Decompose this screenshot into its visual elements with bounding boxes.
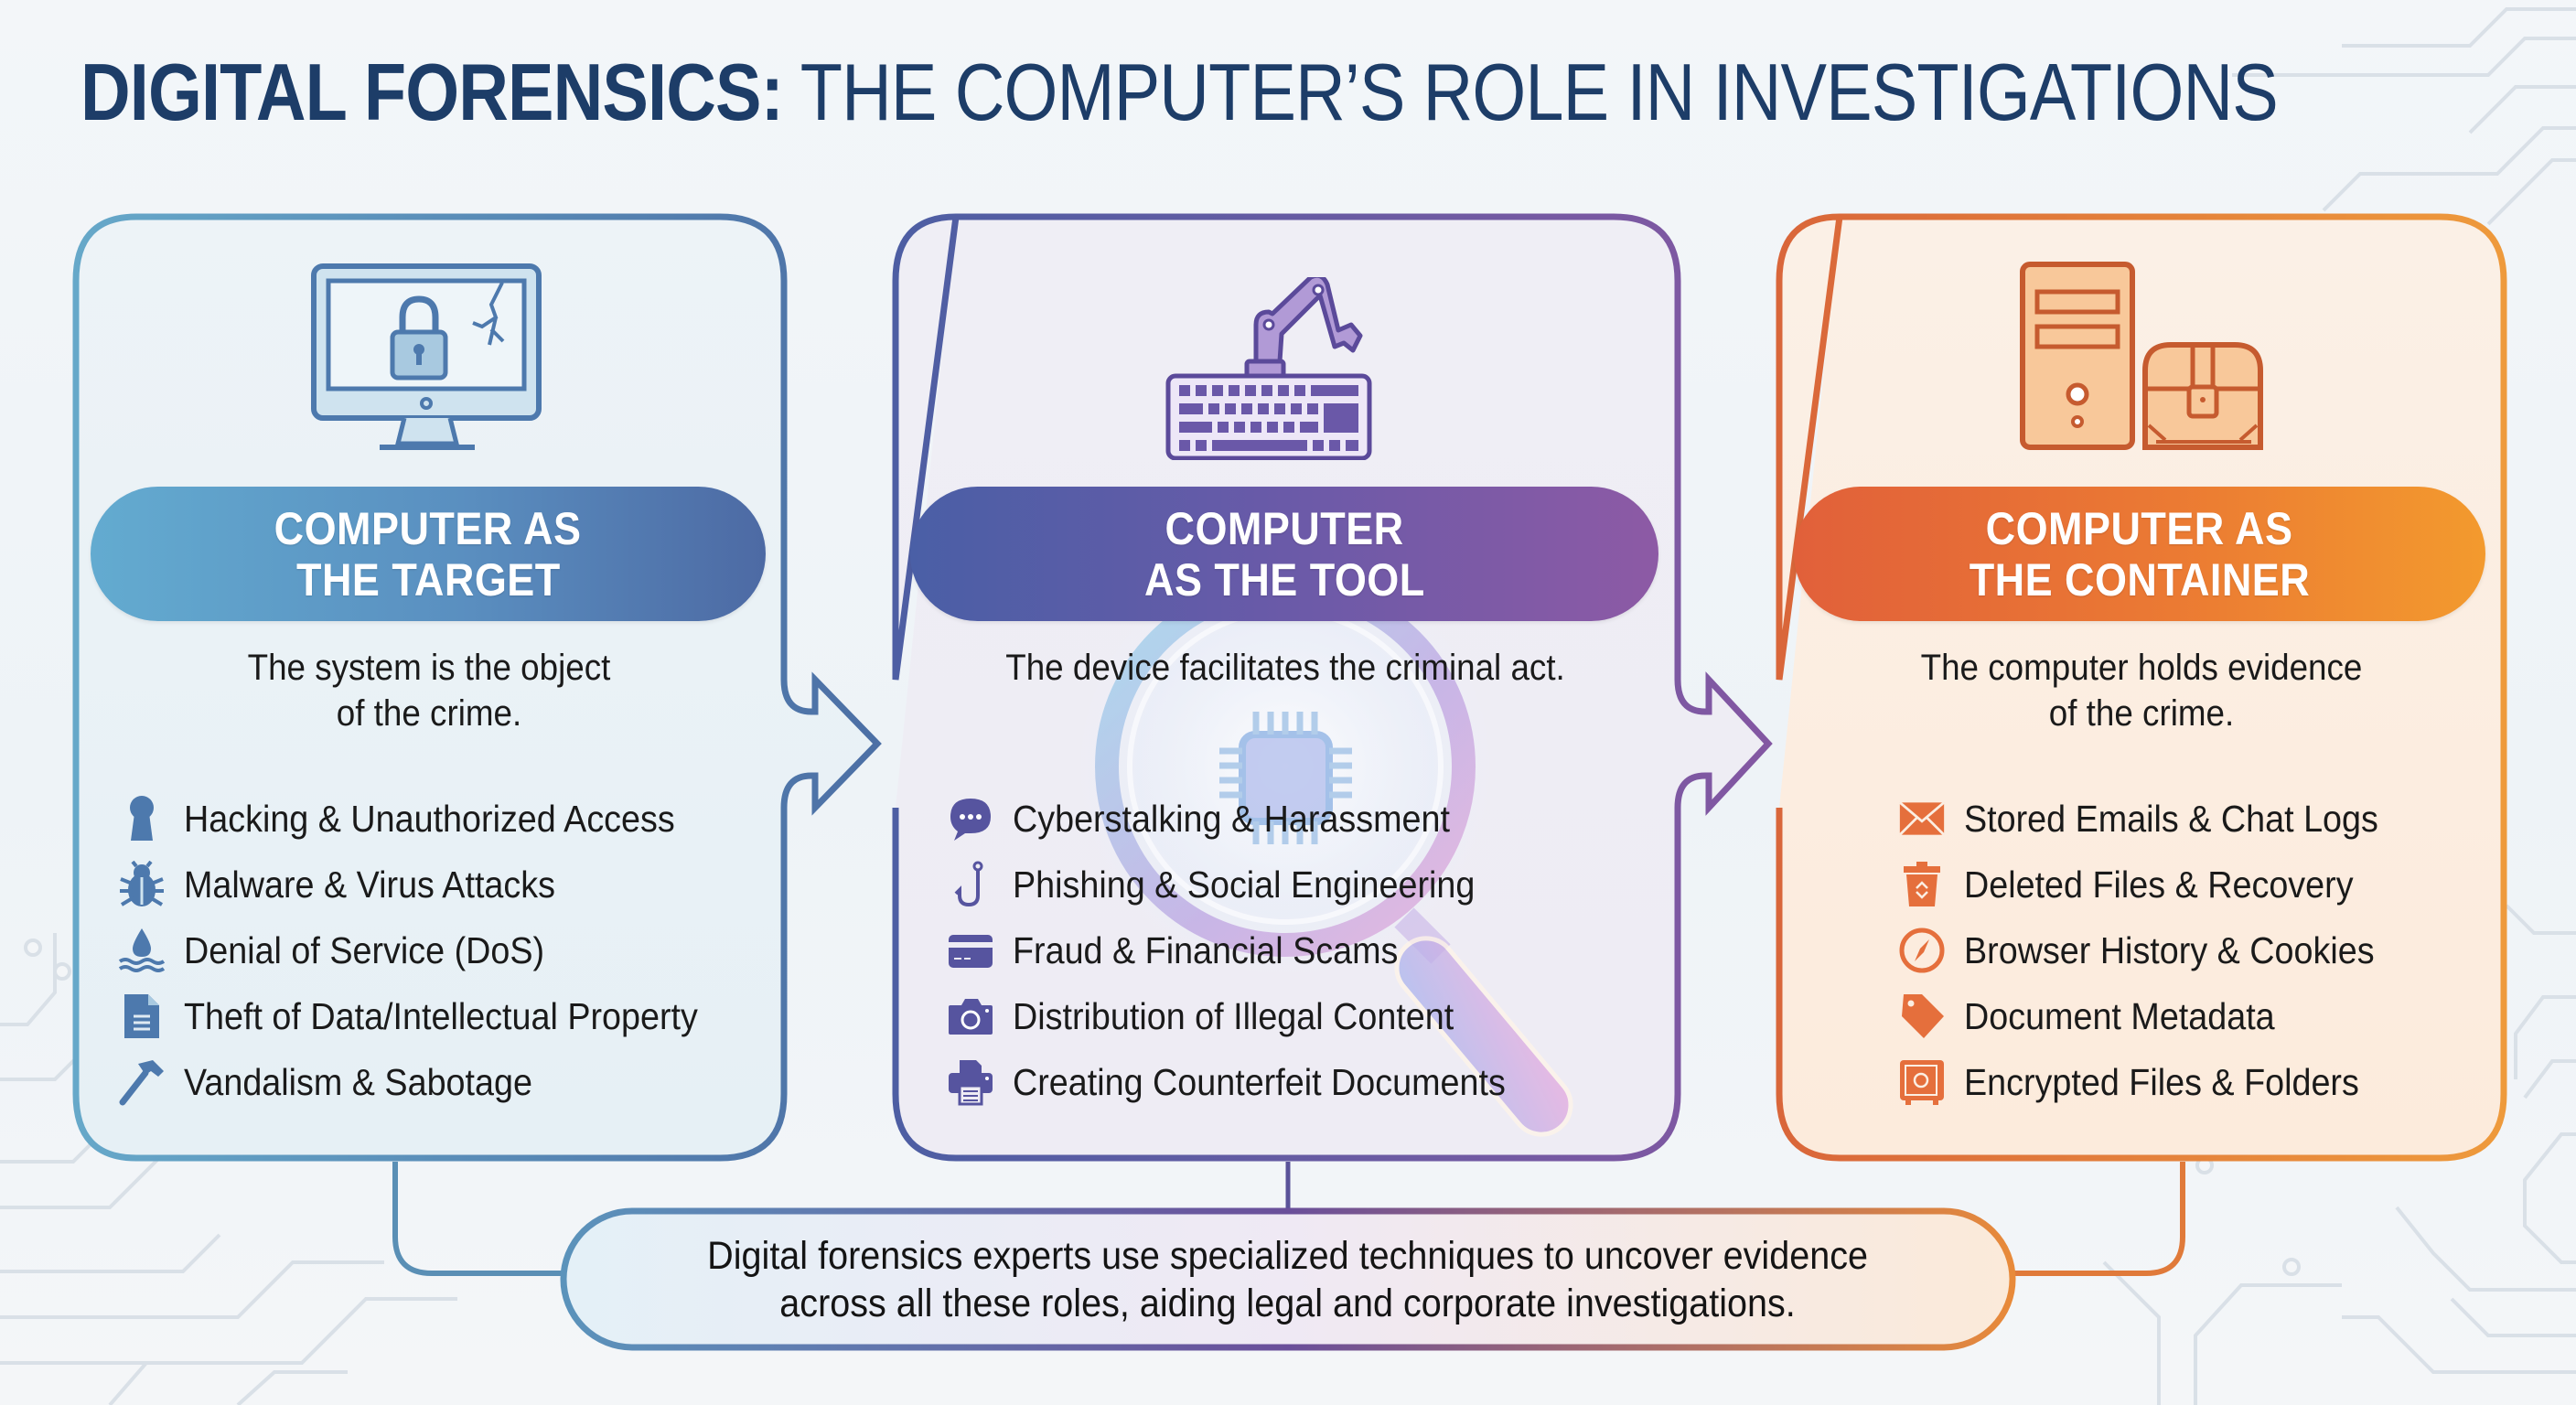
fishing-hook-icon	[947, 861, 994, 908]
list-item-label: Document Metadata	[1964, 994, 2275, 1037]
panel-target-description: The system is the object of the crime.	[151, 645, 706, 736]
summary-bar: Digital forensics experts use specialize…	[564, 1211, 2012, 1347]
list-item-label: Distribution of Illegal Content	[1013, 994, 1454, 1037]
page-title: DIGITAL FORENSICS: THE COMPUTER’S ROLE I…	[80, 42, 2279, 143]
list-item-label: Creating Counterfeit Documents	[1013, 1060, 1506, 1103]
description-line: of the crime.	[336, 693, 522, 734]
hammer-icon	[118, 1058, 166, 1106]
header-line: THE TARGET	[295, 553, 561, 606]
recycle-bin-icon	[1898, 861, 1946, 908]
header-line: AS THE TOOL	[1143, 553, 1425, 606]
description-line: The system is the object	[247, 648, 611, 688]
list-item: Deleted Files & Recovery	[1898, 852, 2414, 917]
panel-target-frame	[72, 213, 882, 1162]
panel-container-description: The computer holds evidence of the crime…	[1855, 645, 2428, 736]
flood-icon	[118, 927, 166, 974]
safe-icon	[1898, 1058, 1946, 1106]
summary-line: Digital forensics experts use specialize…	[707, 1233, 1869, 1278]
panel-container-frame	[1776, 213, 2507, 1162]
list-item-label: Fraud & Financial Scams	[1013, 928, 1399, 971]
description-line: The computer holds evidence	[1920, 648, 2363, 688]
panel-container-header: COMPUTER AS THE CONTAINER	[1794, 487, 2485, 621]
camera-icon	[947, 992, 994, 1040]
list-item-label: Deleted Files & Recovery	[1964, 863, 2354, 906]
tag-icon	[1898, 992, 1946, 1040]
list-item-label: Hacking & Unauthorized Access	[184, 797, 675, 840]
description-line: of the crime.	[2048, 693, 2235, 734]
summary-line: across all these roles, aiding legal and…	[779, 1281, 1797, 1325]
list-item-label: Phishing & Social Engineering	[1013, 863, 1476, 906]
keyhole-icon	[118, 795, 166, 842]
chat-bubble-icon	[947, 795, 994, 842]
list-item: Distribution of Illegal Content	[947, 983, 1549, 1049]
panel-target: COMPUTER AS THE TARGET The system is the…	[72, 213, 882, 1162]
list-item: Hacking & Unauthorized Access	[118, 786, 743, 852]
panel-target-header: COMPUTER AS THE TARGET	[91, 487, 766, 621]
list-item: Document Metadata	[1898, 983, 2414, 1049]
panel-tool-description: The device facilitates the criminal act.	[957, 645, 1614, 691]
compass-icon	[1898, 927, 1946, 974]
list-item: Malware & Virus Attacks	[118, 852, 743, 917]
list-item-label: Denial of Service (DoS)	[184, 928, 545, 971]
bug-icon	[118, 861, 166, 908]
list-item: Denial of Service (DoS)	[118, 917, 743, 983]
list-item-label: Malware & Virus Attacks	[184, 863, 555, 906]
list-item-label: Theft of Data/Intellectual Property	[184, 994, 698, 1037]
list-item: Encrypted Files & Folders	[1898, 1049, 2414, 1115]
list-item: Vandalism & Sabotage	[118, 1049, 743, 1115]
list-item-label: Cyberstalking & Harassment	[1013, 797, 1450, 840]
credit-card-icon	[947, 927, 994, 974]
panel-tool: COMPUTER AS THE TOOL The device facilita…	[892, 213, 1788, 1162]
keyboard-robot-arm-icon	[1165, 277, 1372, 460]
list-item: Cyberstalking & Harassment	[947, 786, 1549, 852]
list-item-label: Stored Emails & Chat Logs	[1964, 797, 2378, 840]
monitor-lock-icon	[311, 263, 542, 450]
panel-target-list: Hacking & Unauthorized Access Malware & …	[118, 786, 743, 1115]
panel-tool-list: Cyberstalking & Harassment Phishing & So…	[947, 786, 1549, 1115]
header-line: COMPUTER	[1165, 502, 1404, 554]
list-item-label: Encrypted Files & Folders	[1964, 1060, 2359, 1103]
header-line: THE CONTAINER	[1969, 553, 2311, 606]
title-regular: THE COMPUTER’S ROLE IN INVESTIGATIONS	[782, 47, 2279, 137]
printer-icon	[947, 1058, 994, 1106]
panel-tool-frame	[892, 213, 1773, 1162]
tower-pc-chest-icon	[2020, 262, 2263, 450]
envelope-icon	[1898, 795, 1946, 842]
list-item: Fraud & Financial Scams	[947, 917, 1549, 983]
list-item: Phishing & Social Engineering	[947, 852, 1549, 917]
list-item: Theft of Data/Intellectual Property	[118, 983, 743, 1049]
title-bold: DIGITAL FORENSICS:	[80, 47, 784, 137]
list-item-label: Vandalism & Sabotage	[184, 1060, 532, 1103]
list-item-label: Browser History & Cookies	[1964, 928, 2375, 971]
panel-container: COMPUTER AS THE CONTAINER The computer h…	[1776, 213, 2507, 1162]
document-icon	[118, 992, 166, 1040]
list-item: Stored Emails & Chat Logs	[1898, 786, 2414, 852]
panel-tool-header: COMPUTER AS THE TOOL	[910, 487, 1658, 621]
list-item: Browser History & Cookies	[1898, 917, 2414, 983]
list-item: Creating Counterfeit Documents	[947, 1049, 1549, 1115]
description-line: The device facilitates the criminal act.	[1005, 648, 1565, 688]
header-line: COMPUTER AS	[274, 502, 582, 554]
header-line: COMPUTER AS	[1986, 502, 2293, 554]
panel-container-list: Stored Emails & Chat Logs Deleted Files …	[1898, 786, 2414, 1115]
